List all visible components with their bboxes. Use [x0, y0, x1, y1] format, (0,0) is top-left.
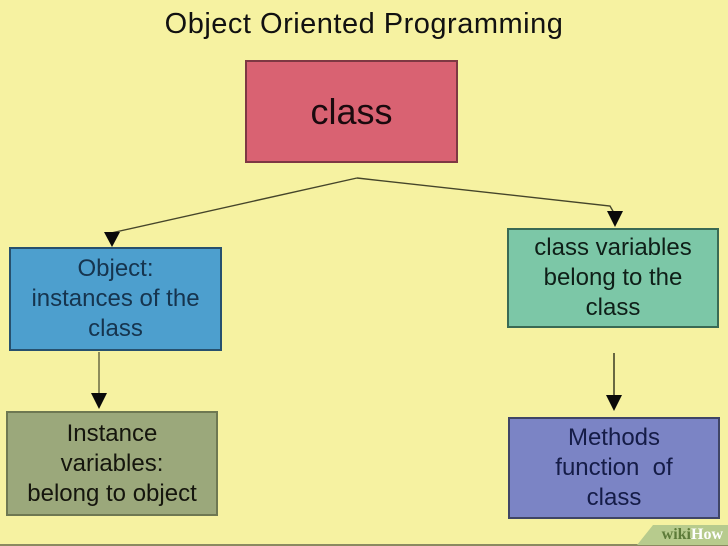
node-methods-line-3: class [586, 484, 642, 511]
node-instance-variables-line-2: variables: [60, 449, 164, 477]
wikihow-how-text: How [691, 526, 723, 543]
node-methods-line-2: function of [555, 454, 673, 481]
node-methods-line-1: Methods [567, 424, 661, 451]
wikihow-wiki-text: wiki [661, 526, 691, 543]
arrow-classvars-to-methods-head [606, 395, 622, 411]
arrow-object-to-instancevars-head [91, 393, 107, 409]
node-instance-variables-line-1: Instance [66, 419, 158, 447]
node-instance-variables: Instance variables: belong to object [6, 411, 218, 516]
arrow-class-to-object-line [110, 177, 358, 234]
node-methods: Methods function of class [508, 417, 720, 519]
arrow-class-to-classvars-line [356, 177, 615, 214]
node-object-line-3: class [88, 315, 143, 342]
node-class-variables-line-1: class variables [534, 234, 692, 261]
node-class-label: class [310, 90, 393, 132]
node-instance-variables-line-3: belong to object [27, 479, 197, 507]
arrow-class-to-object-head [104, 232, 120, 247]
node-object-instances: Object: instances of the class [9, 247, 222, 351]
node-class: class [245, 60, 458, 163]
node-class-variables-line-3: class [585, 294, 641, 321]
node-object-line-1: Object: [77, 255, 154, 282]
node-object-line-2: instances of the [31, 285, 200, 312]
diagram-title: Object Oriented Programming [164, 8, 564, 40]
arrow-class-to-classvars-head [607, 211, 623, 227]
node-class-variables-line-2: belong to the [543, 264, 683, 291]
node-class-variables: class variables belong to the class [507, 228, 719, 328]
